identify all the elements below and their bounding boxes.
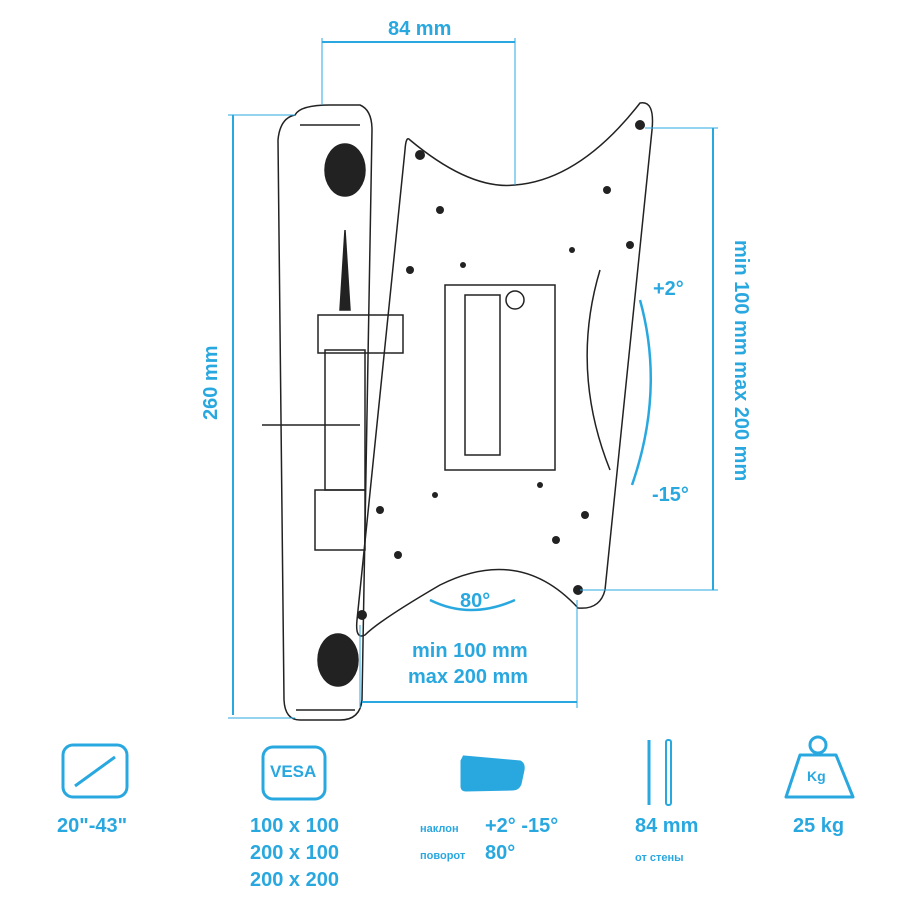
spec-icons xyxy=(61,735,855,806)
tilt-up-label: +2° xyxy=(653,278,684,300)
dimension-lines xyxy=(228,38,718,719)
screen-size: 20"-43" xyxy=(57,815,128,837)
tv-plate xyxy=(355,102,654,637)
weight-icon xyxy=(784,753,855,799)
swivel-label: 80° xyxy=(460,590,491,612)
diagonal-arrow-icon xyxy=(61,743,129,799)
swivel-spec-label: поворот xyxy=(420,850,466,862)
vesa-h-min: min 100 mm xyxy=(412,640,528,662)
height-dimension: 260 mm xyxy=(200,345,222,421)
vesa-h-max: max 200 mm xyxy=(408,666,529,688)
vesa-value-2: 200 x 100 xyxy=(250,842,339,864)
vesa-icon xyxy=(261,745,327,801)
vesa-icon-label: VESA xyxy=(270,762,317,781)
weight-icon-label: Kg xyxy=(807,768,826,784)
arm xyxy=(314,229,404,551)
depth-dimension: 84 mm xyxy=(388,18,452,40)
tilt-down-label: -15° xyxy=(652,484,689,506)
tilt-swivel-icon xyxy=(460,755,525,792)
wall-distance: 84 mm xyxy=(635,815,699,837)
vesa-vertical-dimension: min 100 mm max 200 mm xyxy=(730,240,752,482)
max-load: 25 kg xyxy=(793,815,845,837)
wall-distance-icon xyxy=(647,739,672,806)
swivel-value: 80° xyxy=(485,842,516,864)
wall-distance-label: от стены xyxy=(635,852,684,864)
tilt-label: наклон xyxy=(420,823,459,835)
tilt-value: +2° -15° xyxy=(485,815,559,837)
vesa-value-3: 200 x 200 xyxy=(250,869,339,891)
wall-plate xyxy=(262,104,373,721)
vesa-value-1: 100 x 100 xyxy=(250,815,339,837)
